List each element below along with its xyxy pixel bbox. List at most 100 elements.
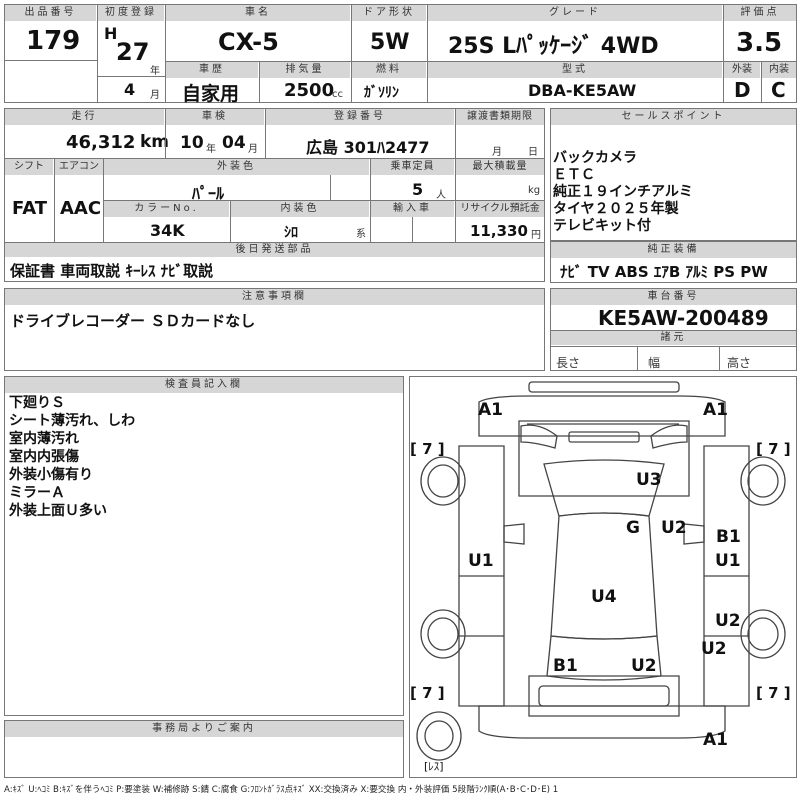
score-label: 評価点: [724, 5, 796, 21]
mark-u2-rear-right: U2: [701, 639, 727, 659]
model: DBA-KE5AW: [528, 81, 637, 100]
transfer-month: 月: [492, 147, 502, 158]
interior-color: ｼﾛ: [284, 225, 298, 241]
width-label: 幅: [648, 356, 661, 370]
later-items-row: [4, 256, 545, 282]
height-label: 高さ: [727, 356, 752, 370]
mark-u1-right: U1: [715, 551, 741, 571]
tire-rear-left: [ 7 ]: [410, 684, 445, 702]
insp-year: 10: [180, 133, 204, 153]
mark-u2-roof: U2: [661, 518, 687, 538]
car-name: CX-5: [218, 28, 279, 56]
notes-text: ドライブレコーダー ＳＤカードなし: [10, 312, 256, 330]
equipment-label: 純正装備: [551, 242, 796, 258]
chassis-section: [550, 288, 797, 371]
insp-month: 04: [222, 133, 246, 153]
mark-u4: U4: [591, 587, 617, 607]
inspector-label: 検査員記入欄: [5, 377, 403, 393]
capacity-unit: 人: [436, 190, 446, 201]
sales-section: [550, 108, 797, 241]
inspector-note-line: シート薄汚れ、しわ: [9, 413, 136, 429]
color-no-label: カラーNo.: [104, 201, 229, 217]
score: 3.5: [736, 28, 783, 58]
car-name-label: 車名: [166, 5, 350, 21]
tire-front-left: [ 7 ]: [410, 440, 445, 458]
load-label: 最大積載量: [456, 159, 544, 175]
ac: AAC: [60, 198, 102, 219]
displacement-unit: cc: [332, 89, 343, 100]
reg-year-unit: 年: [150, 66, 160, 77]
reg-no: 広島 301ﾊ2477: [306, 138, 430, 157]
transfer-day: 日: [528, 147, 538, 158]
sales-point-line: 純正１９インチアルミ: [553, 184, 693, 200]
office-section: [4, 720, 404, 778]
mark-g: G: [626, 518, 640, 538]
sales-point-line: バックカメラ: [553, 150, 637, 166]
load-unit: kg: [528, 185, 541, 196]
shift-label: シフト: [5, 159, 53, 175]
recycle-unit: 円: [531, 230, 541, 241]
reg-month-unit: 月: [150, 90, 160, 101]
mileage-label: 走行: [5, 109, 164, 125]
inspector-note-line: 室内薄汚れ: [9, 431, 79, 447]
inspector-note-line: 外装上面Ｕ多い: [9, 503, 107, 519]
mark-a1-front-right: A1: [703, 400, 728, 420]
reg-month: 4: [124, 80, 136, 99]
sales-point-line: テレビキット付: [553, 218, 651, 234]
door-type: 5W: [370, 30, 410, 55]
mileage: 46,312: [66, 132, 136, 153]
inspector-note-line: 下廻りＳ: [9, 395, 65, 411]
color-label: 外装色: [104, 159, 369, 175]
mark-a1-front-left: A1: [478, 400, 503, 420]
fuel-label: 燃料: [352, 62, 426, 78]
sales-point-line: タイヤ２０２５年製: [553, 201, 679, 217]
door-label: ドア形状: [352, 5, 426, 21]
top-header-section: [4, 4, 797, 103]
tire-rear-right: [ 7 ]: [756, 684, 791, 702]
mark-u2-right: U2: [715, 611, 741, 631]
capacity: 5: [412, 180, 424, 199]
capacity-label: 乗車定員: [371, 159, 454, 175]
color: ﾊﾟｰﾙ: [192, 184, 225, 203]
equipment-section: [550, 241, 797, 283]
details-section: [4, 108, 545, 257]
equipment-items: ﾅﾋﾞ TV ABS ｴｱB ｱﾙﾐ PS PW: [560, 263, 768, 281]
notes-label: 注意事項欄: [5, 289, 544, 305]
ac-label: エアコン: [55, 159, 103, 175]
import-label: 輸入車: [371, 201, 454, 217]
mark-u3: U3: [636, 470, 662, 490]
mark-b1-right: B1: [716, 527, 741, 547]
recycle-label: リサイクル預託金: [456, 201, 544, 217]
shift: FAT: [12, 198, 48, 219]
history-label: 車歴: [166, 62, 258, 78]
inspector-note-line: 室内内張傷: [9, 449, 79, 465]
inspector-section: [4, 376, 404, 716]
fuel: ｶﾞｿﾘﾝ: [364, 85, 399, 101]
insp-month-unit: 月: [248, 144, 258, 155]
notes-section: [4, 288, 545, 371]
mark-a1-rear: A1: [703, 730, 728, 750]
exterior-label: 外装: [724, 62, 760, 78]
interior-color-unit: 系: [356, 229, 366, 240]
car-diagram-section: [409, 376, 797, 778]
sales-point-line: ＥＴＣ: [553, 167, 595, 183]
inspector-note-line: 外装小傷有り: [9, 467, 93, 483]
car-diagram: [416, 381, 786, 761]
length-label: 長さ: [556, 356, 581, 370]
history: 自家用: [182, 83, 240, 105]
displacement-label: 排気量: [260, 62, 350, 78]
displacement: 2500: [284, 80, 335, 101]
legend: A:ｷｽﾞ U:ﾍｺﾐ B:ｷｽﾞを伴うﾍｺﾐ P:要塗装 W:補修跡 S:錆 …: [4, 785, 559, 795]
spare-tire: [ﾚｽ]: [424, 760, 444, 773]
era-mark: H: [104, 24, 118, 43]
reg-no-label: 登録番号: [266, 109, 454, 125]
interior-color-label: 内装色: [231, 201, 369, 217]
interior-grade: C: [771, 78, 786, 102]
mark-u2-rear: U2: [631, 656, 657, 676]
chassis-label: 車台番号: [551, 289, 796, 305]
mark-u1-left: U1: [468, 551, 494, 571]
grade-label: グレード: [428, 5, 722, 21]
reg-year: 27: [116, 38, 150, 66]
